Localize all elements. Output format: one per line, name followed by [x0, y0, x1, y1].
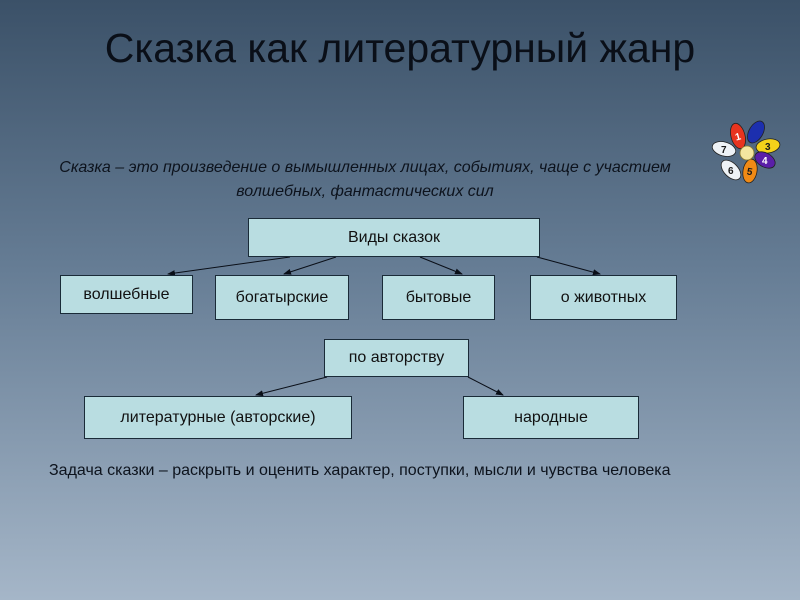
petal-number-3: 3: [765, 142, 771, 153]
arrow-to-volshebnye: [167, 256, 291, 277]
node-volshebnye-label: волшебные: [83, 285, 170, 303]
petal-white-left: 7: [711, 141, 737, 157]
arrow-to-bogatyrskie: [283, 256, 337, 275]
node-vidy-skazok: Виды сказок: [248, 218, 540, 257]
node-literaturnye: литературные (авторские): [84, 396, 352, 439]
node-po-avtorstvu: по авторству: [324, 339, 469, 377]
arrow-to-o-zhivotnyh: [536, 256, 601, 276]
petal-yellow: 3: [755, 138, 781, 154]
petal-number-4: 4: [762, 156, 768, 167]
petal-blue: [747, 120, 765, 144]
node-bytovye-label: бытовые: [405, 288, 472, 306]
node-volshebnye: волшебные: [60, 275, 193, 314]
node-narodnye-label: народные: [514, 408, 588, 426]
node-bogatyrskie: богатырские: [215, 275, 349, 320]
petal-orange: 5: [742, 158, 758, 184]
petal-number-5: 5: [746, 167, 754, 179]
arrow-to-bytovye: [419, 256, 463, 275]
petal-white-lower: 6: [720, 159, 742, 181]
arrow-to-narodnye: [467, 376, 504, 396]
task-text: Задача сказки – раскрыть и оценить харак…: [49, 462, 671, 479]
node-o-zhivotnyh: о животных: [530, 275, 677, 320]
node-o-zhivotnyh-label: о животных: [560, 288, 647, 306]
petal-number-7: 7: [721, 145, 727, 156]
petal-purple: 4: [754, 151, 776, 169]
arrow-to-literaturnye: [255, 376, 328, 397]
node-po-avtorstvu-label: по авторству: [348, 349, 445, 366]
flower-center: [739, 145, 755, 161]
node-narodnye: народные: [463, 396, 639, 439]
petal-number-6: 6: [728, 166, 734, 177]
node-literaturnye-label: литературные (авторские): [120, 408, 316, 426]
flower-icon: 1 3 4 5 6 7: [711, 120, 781, 184]
slide-title: Сказка как литературный жанр: [104, 25, 696, 71]
node-bogatyrskie-label: богатырские: [235, 288, 329, 306]
definition-text: Сказка – это произведение о вымышленных …: [59, 159, 671, 200]
node-vidy-skazok-label: Виды сказок: [347, 228, 440, 246]
petal-number-1: 1: [734, 131, 743, 143]
node-bytovye: бытовые: [382, 275, 495, 320]
